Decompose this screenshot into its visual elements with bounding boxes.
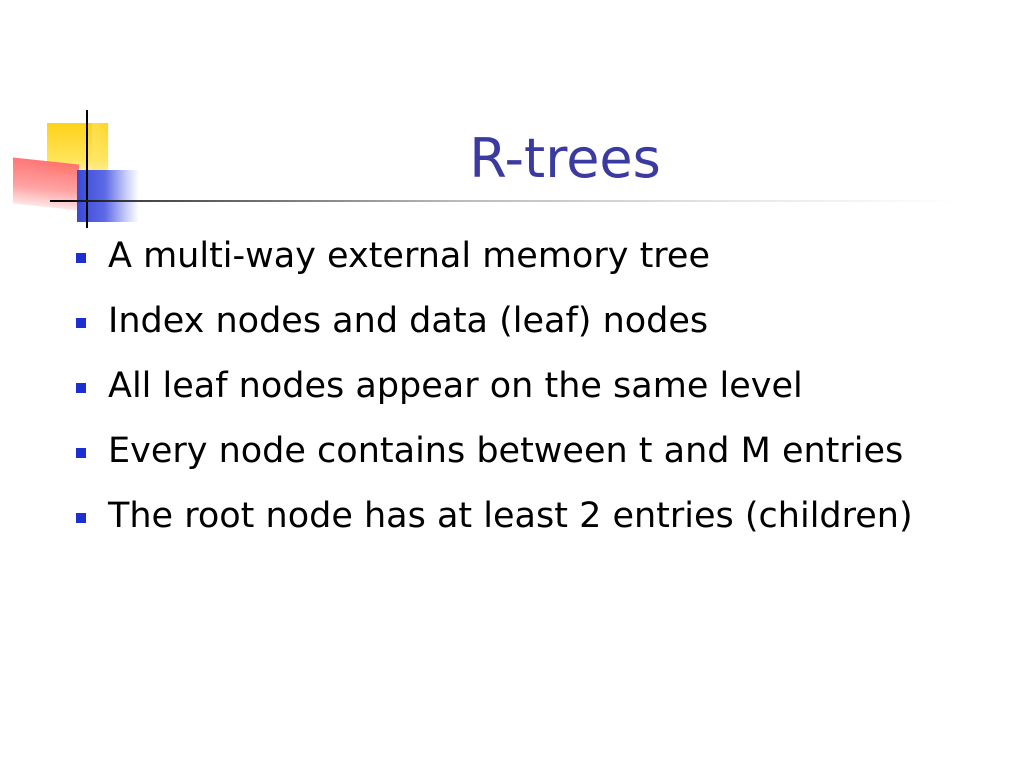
bullet-list: A multi-way external memory tree Index n…: [70, 232, 970, 557]
list-item: A multi-way external memory tree: [70, 232, 970, 280]
title-underline: [50, 200, 960, 202]
slide-title: R-trees: [469, 127, 661, 190]
red-square: [13, 157, 79, 211]
bullet-text: Every node contains between t and M entr…: [108, 431, 904, 471]
square-bullet-icon: [76, 448, 86, 458]
square-bullet-icon: [76, 253, 86, 263]
squares-logo-icon: [0, 0, 160, 240]
list-item: Every node contains between t and M entr…: [70, 427, 970, 475]
bullet-text: A multi-way external memory tree: [108, 236, 710, 276]
square-bullet-icon: [76, 513, 86, 523]
vertical-rule: [86, 110, 88, 228]
yellow-square-fade: [92, 123, 112, 175]
bullet-text: All leaf nodes appear on the same level: [108, 366, 803, 406]
list-item: All leaf nodes appear on the same level: [70, 362, 970, 410]
list-item: The root node has at least 2 entries (ch…: [70, 492, 970, 540]
square-bullet-icon: [76, 383, 86, 393]
bullet-text: The root node has at least 2 entries (ch…: [108, 496, 913, 536]
bullet-text: Index nodes and data (leaf) nodes: [108, 301, 709, 341]
square-bullet-icon: [76, 318, 86, 328]
list-item: Index nodes and data (leaf) nodes: [70, 297, 970, 345]
